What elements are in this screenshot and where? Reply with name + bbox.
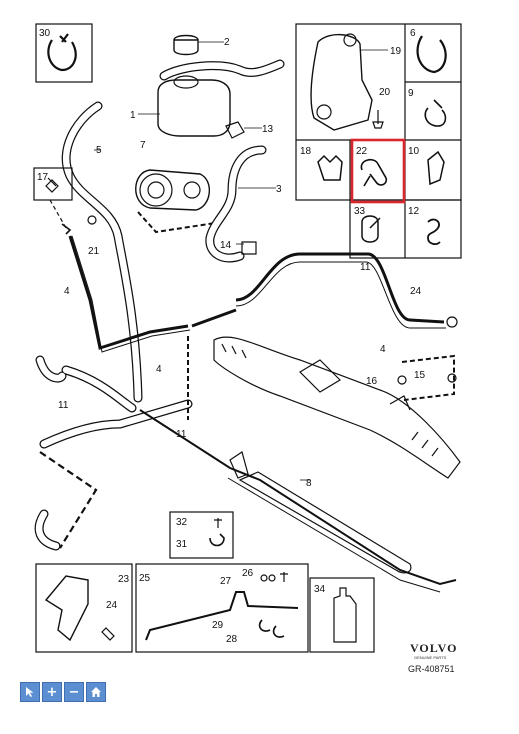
reservoir-1-icon	[157, 79, 231, 137]
zoom-in-button[interactable]: +	[42, 682, 62, 702]
label-8: 8	[306, 478, 312, 489]
label-11-right: 11	[360, 262, 371, 273]
inset-31-32-box[interactable]	[169, 511, 234, 559]
cursor-arrow-icon	[26, 687, 34, 697]
label-28: 28	[226, 634, 238, 645]
steering-rack-icon	[213, 336, 461, 479]
label-25: 25	[139, 573, 151, 584]
line-4-icon	[68, 235, 189, 350]
label-19: 19	[390, 46, 402, 57]
bracket-23-icon	[44, 575, 89, 642]
bolt-20-icon	[372, 110, 384, 129]
clamp-14-icon	[241, 241, 257, 255]
zoom-toolbar: + −	[20, 682, 106, 702]
label-16: 16	[366, 376, 378, 387]
label-18: 18	[300, 146, 312, 157]
label-24-bottom: 24	[106, 600, 118, 611]
zoom-out-button[interactable]: −	[64, 682, 84, 702]
highlight-box-22[interactable]	[350, 138, 406, 204]
label-21: 21	[88, 246, 100, 257]
label-7: 7	[140, 140, 146, 151]
hose-clamp-13-icon	[225, 121, 245, 139]
cap-2-icon	[173, 34, 199, 56]
label-11-mid: 11	[176, 429, 187, 440]
clamp-30-icon	[47, 33, 77, 72]
clip-33-icon	[361, 215, 381, 243]
label-31: 31	[176, 539, 188, 550]
line-11-icon	[235, 252, 445, 324]
label-1: 1	[130, 110, 136, 121]
label-34: 34	[314, 584, 326, 595]
label-9: 9	[408, 88, 414, 99]
label-26: 26	[242, 568, 254, 579]
label-24-right: 24	[410, 286, 422, 297]
brand-logo: VOLVO	[410, 641, 457, 655]
clip-18-icon	[317, 154, 343, 181]
clamp-6-icon	[416, 35, 447, 74]
label-3: 3	[276, 184, 282, 195]
brand-sub: GENUINE PARTS	[414, 655, 447, 660]
line-8-icon	[139, 409, 457, 586]
label-10: 10	[408, 146, 420, 157]
label-13: 13	[262, 124, 274, 135]
bracket-19-icon	[310, 34, 373, 131]
diagram-code: GR-408751	[408, 664, 455, 674]
label-33: 33	[354, 206, 366, 217]
fluid-bottle-34-icon	[333, 587, 357, 643]
clip-9-icon	[424, 99, 447, 127]
label-5: 5	[96, 145, 102, 156]
label-30: 30	[39, 28, 51, 39]
inset-34-box[interactable]	[309, 577, 375, 653]
line-25-icon	[145, 591, 299, 641]
label-14: 14	[220, 240, 232, 251]
label-22: 22	[356, 146, 368, 157]
label-11-left: 11	[58, 400, 69, 411]
label-4-right: 4	[380, 344, 386, 355]
pump-7-icon	[135, 169, 210, 211]
clip-10-icon	[427, 150, 445, 186]
inset-17-box[interactable]	[33, 167, 73, 201]
home-button[interactable]	[86, 682, 106, 702]
label-20: 20	[379, 87, 391, 98]
select-button[interactable]	[20, 682, 40, 702]
label-12: 12	[408, 206, 420, 217]
clip-22-icon	[360, 158, 388, 187]
label-27: 27	[220, 576, 232, 587]
inset-30-box[interactable]	[35, 23, 93, 83]
label-6: 6	[410, 28, 416, 39]
label-15: 15	[414, 370, 426, 381]
label-29: 29	[212, 620, 224, 631]
inset-25-box[interactable]	[135, 563, 309, 653]
label-4-mid: 4	[156, 364, 162, 375]
inset-23-box[interactable]	[35, 563, 133, 653]
clip-12-icon	[427, 218, 441, 245]
label-4-left: 4	[64, 286, 70, 297]
home-icon	[91, 687, 101, 697]
label-23: 23	[118, 574, 130, 585]
label-2: 2	[224, 37, 230, 48]
label-17: 17	[37, 172, 49, 183]
label-32: 32	[176, 517, 188, 528]
